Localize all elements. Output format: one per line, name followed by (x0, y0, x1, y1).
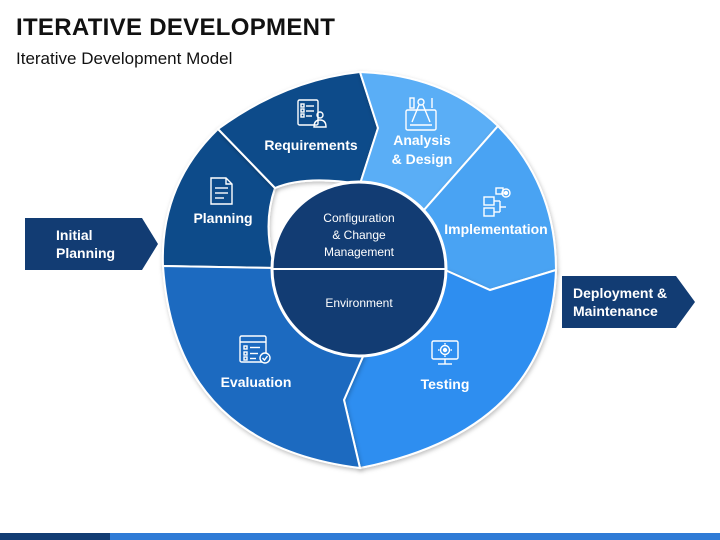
deployment-arrow: Deployment & Maintenance (562, 276, 695, 328)
requirements-label: Requirements (264, 137, 358, 153)
footer-bar-blue (110, 533, 720, 540)
checklist-person-icon (297, 99, 327, 128)
evaluation-label: Evaluation (221, 374, 292, 390)
center-bottom-label: Environment (325, 296, 393, 310)
drafting-tools-icon (405, 97, 437, 131)
testing-label: Testing (421, 376, 470, 392)
footer-accent-bar (0, 533, 720, 540)
initial-planning-label-line2: Planning (56, 245, 115, 261)
document-pen-icon (210, 177, 233, 205)
page-title: ITERATIVE DEVELOPMENT (16, 14, 336, 41)
center-top-label-line3: Management (324, 245, 395, 259)
center-top-label-line1: Configuration (323, 211, 394, 225)
initial-planning-label-line1: Initial (56, 227, 93, 243)
analysis-label-line2: & Design (392, 151, 453, 167)
flowchart-gear-icon (483, 187, 511, 217)
footer-bar-dark (0, 533, 110, 540)
planning-label: Planning (193, 210, 252, 226)
monitor-gear-icon (431, 340, 459, 365)
implementation-label: Implementation (444, 221, 547, 237)
initial-planning-arrow: Initial Planning (25, 218, 158, 270)
page-subtitle: Iterative Development Model (16, 49, 233, 68)
analysis-label-line1: Analysis (393, 132, 451, 148)
deployment-label-line2: Maintenance (573, 303, 658, 319)
deployment-label-line1: Deployment & (573, 285, 667, 301)
checklist-window-icon (239, 335, 271, 364)
center-hub (270, 180, 448, 358)
center-top-label-line2: & Change (332, 228, 386, 242)
